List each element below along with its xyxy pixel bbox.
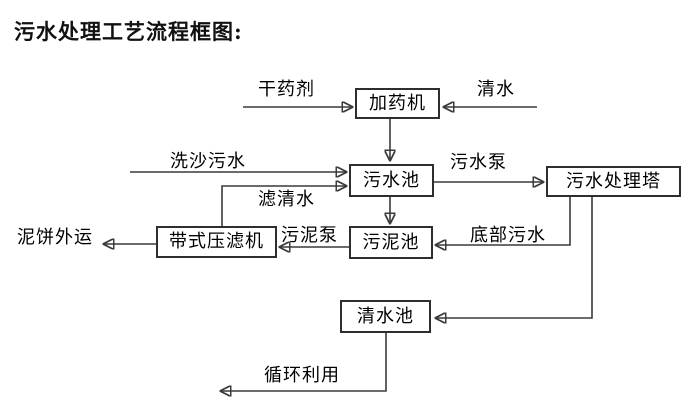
node-treatment-tower: 污水处理塔 <box>546 166 681 197</box>
node-belt-filter-press: 带式压滤机 <box>156 226 277 258</box>
edge-treatment-tower-to-clean-water-pool <box>436 197 593 318</box>
node-clean-water-pool-label: 清水池 <box>357 305 414 327</box>
label-mud-cake-out: 泥饼外运 <box>17 227 93 248</box>
node-clean-water-pool: 清水池 <box>340 300 431 333</box>
label-sludge-pump: 污泥泵 <box>281 225 338 246</box>
label-clean-water-in: 清水 <box>477 79 515 100</box>
label-bottom-sewage: 底部污水 <box>470 225 546 246</box>
node-belt-filter-press-label: 带式压滤机 <box>169 231 264 252</box>
edge-clean-water-pool-to-recycle <box>221 333 387 391</box>
label-dry-chemical: 干药剂 <box>258 79 315 100</box>
node-dosing-machine-label: 加药机 <box>369 92 426 114</box>
label-sewage-pump: 污水泵 <box>450 152 507 173</box>
node-sewage-pool-label: 污水池 <box>363 169 420 191</box>
node-dosing-machine: 加药机 <box>355 88 440 119</box>
label-recycle: 循环利用 <box>264 365 340 386</box>
node-sewage-pool: 污水池 <box>349 164 434 197</box>
node-sludge-pool: 污泥池 <box>349 226 433 259</box>
label-sand-washing-sewage: 洗沙污水 <box>170 151 246 172</box>
node-treatment-tower-label: 污水处理塔 <box>566 170 661 192</box>
page-title: 污水处理工艺流程框图: <box>14 19 243 44</box>
edge-filtered-water-press-to-sewage-pool <box>221 186 346 226</box>
label-filtered-water: 滤清水 <box>258 189 315 210</box>
edge-tower-bottom-sewage-to-sludge-pool <box>436 197 571 245</box>
node-sludge-pool-label: 污泥池 <box>362 231 420 253</box>
